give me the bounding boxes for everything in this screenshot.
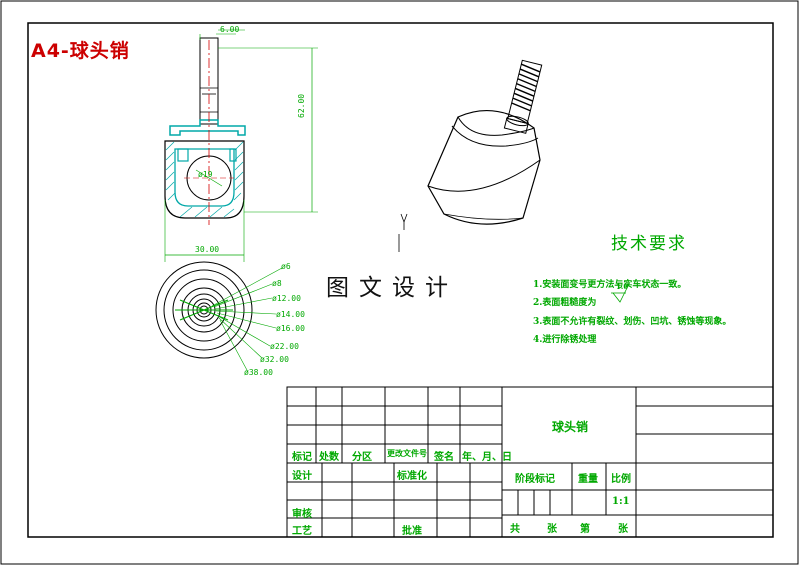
dim-top-0: ø6 xyxy=(281,262,291,271)
roughness-symbol xyxy=(611,281,631,303)
isometric-view xyxy=(427,59,543,225)
tb-total: 共 xyxy=(510,524,520,535)
top-view xyxy=(155,261,283,373)
tb-design: 设计 xyxy=(292,471,312,482)
title-block xyxy=(286,386,774,538)
dim-top-6: ø32.00 xyxy=(260,355,289,364)
roughness-value: 1.6 xyxy=(616,282,629,291)
tb-scale-value: 1:1 xyxy=(612,496,630,507)
tb-weight: 重量 xyxy=(578,474,598,485)
dim-top-7: ø38.00 xyxy=(244,368,273,377)
axis-symbol xyxy=(398,213,408,252)
dim-top-5: ø22.00 xyxy=(270,342,299,351)
tb-label-mark: 标记 xyxy=(292,452,312,463)
dim-ball-diameter: ø19 xyxy=(198,170,213,179)
tech-item-3: 3.表面不允许有裂纹、划伤、凹坑、锈蚀等现象。 xyxy=(533,317,732,327)
tech-item-4: 4.进行除锈处理 xyxy=(533,335,597,345)
tb-sheets-2: 张 xyxy=(618,524,628,535)
tb-approve: 批准 xyxy=(402,526,422,537)
front-section-view xyxy=(164,29,318,262)
tb-process: 工艺 xyxy=(292,526,312,537)
tb-sheets: 张 xyxy=(547,524,557,535)
tb-scale: 比例 xyxy=(611,474,631,485)
tb-page: 第 xyxy=(580,524,590,535)
dim-top-2: ø12.00 xyxy=(272,294,301,303)
tech-requirements-title: 技术要求 xyxy=(611,234,687,254)
dim-height: 62.00 xyxy=(297,93,306,118)
dim-top-3: ø14.00 xyxy=(276,310,305,319)
tb-label-zone: 分区 xyxy=(352,452,372,463)
tb-label-date: 年、月、日 xyxy=(462,452,512,463)
tb-label-count: 处数 xyxy=(319,452,339,463)
dim-base-width: 30.00 xyxy=(195,245,220,254)
tb-label-change-doc: 更改文件号 xyxy=(387,448,427,458)
tech-item-1: 1.安装面变号更方法与实车状态一致。 xyxy=(533,280,687,290)
dim-top-4: ø16.00 xyxy=(276,324,305,333)
tech-item-2: 2.表面粗糙度为 xyxy=(533,298,597,308)
dim-top-1: ø8 xyxy=(272,279,282,288)
sheet-tag: A4-球头销 xyxy=(31,40,130,62)
watermark-text: 图文设计 xyxy=(326,275,458,301)
tb-standardize: 标准化 xyxy=(397,471,427,482)
part-name: 球头销 xyxy=(552,420,589,434)
tb-stage-mark: 阶段标记 xyxy=(515,474,555,485)
tb-label-sign: 签名 xyxy=(434,452,454,463)
tb-review: 审核 xyxy=(292,509,312,520)
dim-top-width: 6.00 xyxy=(220,25,240,34)
